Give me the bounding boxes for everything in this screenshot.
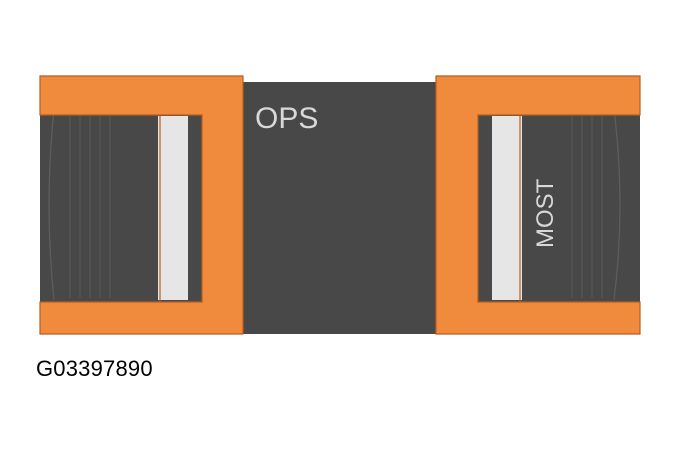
connector-housing — [40, 82, 640, 334]
right-locking-clip — [435, 75, 641, 335]
most-label: MOST — [532, 178, 559, 248]
right-contact-strip — [492, 116, 522, 300]
right-ribbed-end — [571, 109, 621, 301]
left-contact-strip — [158, 116, 188, 300]
connector-diagram: OPS MOST — [39, 75, 641, 335]
left-locking-clip — [39, 75, 244, 335]
ops-label: OPS — [255, 102, 318, 135]
left-ribbed-end — [48, 109, 111, 301]
figure-id: G03397890 — [36, 356, 153, 381]
